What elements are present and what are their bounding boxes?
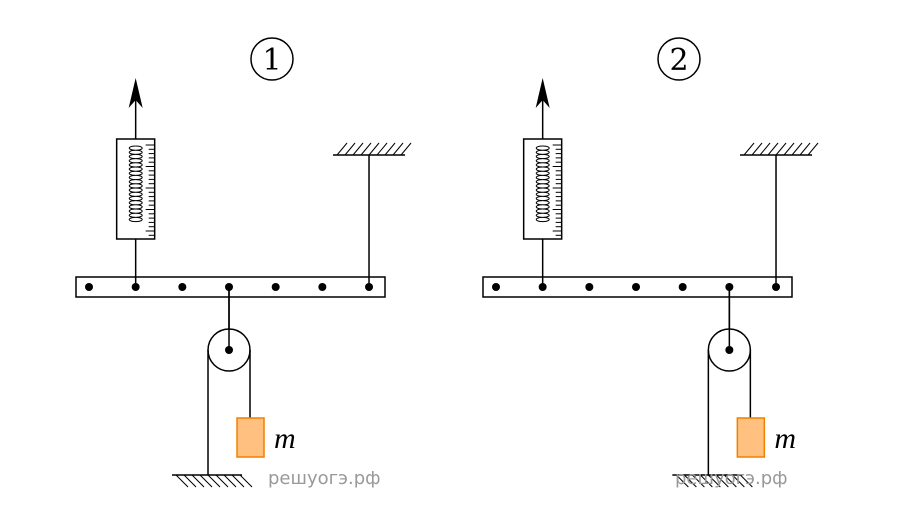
diagram-number: 2 bbox=[669, 43, 688, 78]
ground-hatch bbox=[675, 474, 689, 488]
ground-hatch bbox=[207, 474, 221, 488]
mass-label: m bbox=[774, 422, 796, 455]
pull-arrow-icon bbox=[535, 78, 550, 108]
mass-block bbox=[236, 417, 265, 458]
ceiling-hatch bbox=[775, 142, 787, 156]
ceiling-hatch bbox=[336, 142, 348, 156]
ground-hatch bbox=[239, 474, 253, 488]
ceiling-hatch bbox=[400, 142, 412, 156]
diagram-number: 1 bbox=[262, 43, 281, 78]
ceiling-hatch bbox=[767, 142, 779, 156]
ground-hatch bbox=[699, 474, 713, 488]
ground-hatch bbox=[683, 474, 697, 488]
ground-hatch bbox=[231, 474, 245, 488]
rod-hole bbox=[772, 283, 781, 291]
ceiling-hatch bbox=[759, 142, 771, 156]
ground-hatch bbox=[215, 474, 229, 488]
rod-hole bbox=[632, 283, 641, 291]
spring-coil bbox=[128, 145, 143, 223]
pulley-axle bbox=[725, 346, 734, 354]
ceiling-hatch bbox=[807, 142, 819, 156]
ceiling-hatch bbox=[352, 142, 364, 156]
mass-label: m bbox=[274, 422, 296, 455]
rod-hole bbox=[725, 283, 734, 291]
label-circle bbox=[250, 37, 294, 81]
rod-hole bbox=[585, 283, 594, 291]
ground-hatch bbox=[739, 474, 753, 488]
ground-hatch bbox=[191, 474, 205, 488]
rod-hole bbox=[225, 283, 234, 291]
diagram-1: 1 m решуогэ.рф bbox=[75, 37, 412, 489]
ceiling-hatch bbox=[344, 142, 356, 156]
label-circle bbox=[657, 37, 701, 81]
ceiling-hatch bbox=[791, 142, 803, 156]
ceiling-hatch bbox=[751, 142, 763, 156]
mass-block bbox=[736, 417, 766, 458]
rod-hole bbox=[131, 283, 140, 291]
rod-hole bbox=[85, 283, 93, 291]
ground-hatch bbox=[707, 474, 721, 488]
ground-hatch bbox=[731, 474, 745, 488]
ceiling-hatch bbox=[743, 142, 755, 156]
ground-hatch bbox=[183, 474, 197, 488]
rod-hole bbox=[178, 283, 187, 291]
ground-hatch bbox=[723, 474, 737, 488]
pull-arrow-icon bbox=[128, 78, 143, 108]
ceiling-hatch bbox=[376, 142, 388, 156]
ground-hatch bbox=[715, 474, 729, 488]
watermark: решуогэ.рф bbox=[675, 468, 788, 489]
dynamometer-body bbox=[115, 138, 156, 240]
rod-hole bbox=[318, 283, 327, 291]
ceiling-hatch bbox=[384, 142, 396, 156]
ceiling-hatch bbox=[392, 142, 404, 156]
ceiling-hatch bbox=[783, 142, 795, 156]
ground-hatch bbox=[199, 474, 213, 488]
ground-hatch bbox=[223, 474, 237, 488]
ceiling-hatch bbox=[368, 142, 380, 156]
ceiling-hatch bbox=[799, 142, 811, 156]
rod-hole bbox=[538, 283, 547, 291]
pulley-axle bbox=[225, 346, 234, 354]
rod-hole bbox=[365, 283, 374, 291]
spring-coil bbox=[535, 145, 550, 223]
rod-hole bbox=[492, 283, 500, 291]
ceiling-hatch bbox=[360, 142, 372, 156]
ground-hatch bbox=[175, 474, 189, 488]
rod-hole bbox=[678, 283, 687, 291]
rod-hole bbox=[271, 283, 280, 291]
ground-hatch bbox=[691, 474, 705, 488]
watermark: решуогэ.рф bbox=[268, 468, 381, 489]
diagram-2: 2 m решуогэ.рф bbox=[482, 37, 819, 489]
